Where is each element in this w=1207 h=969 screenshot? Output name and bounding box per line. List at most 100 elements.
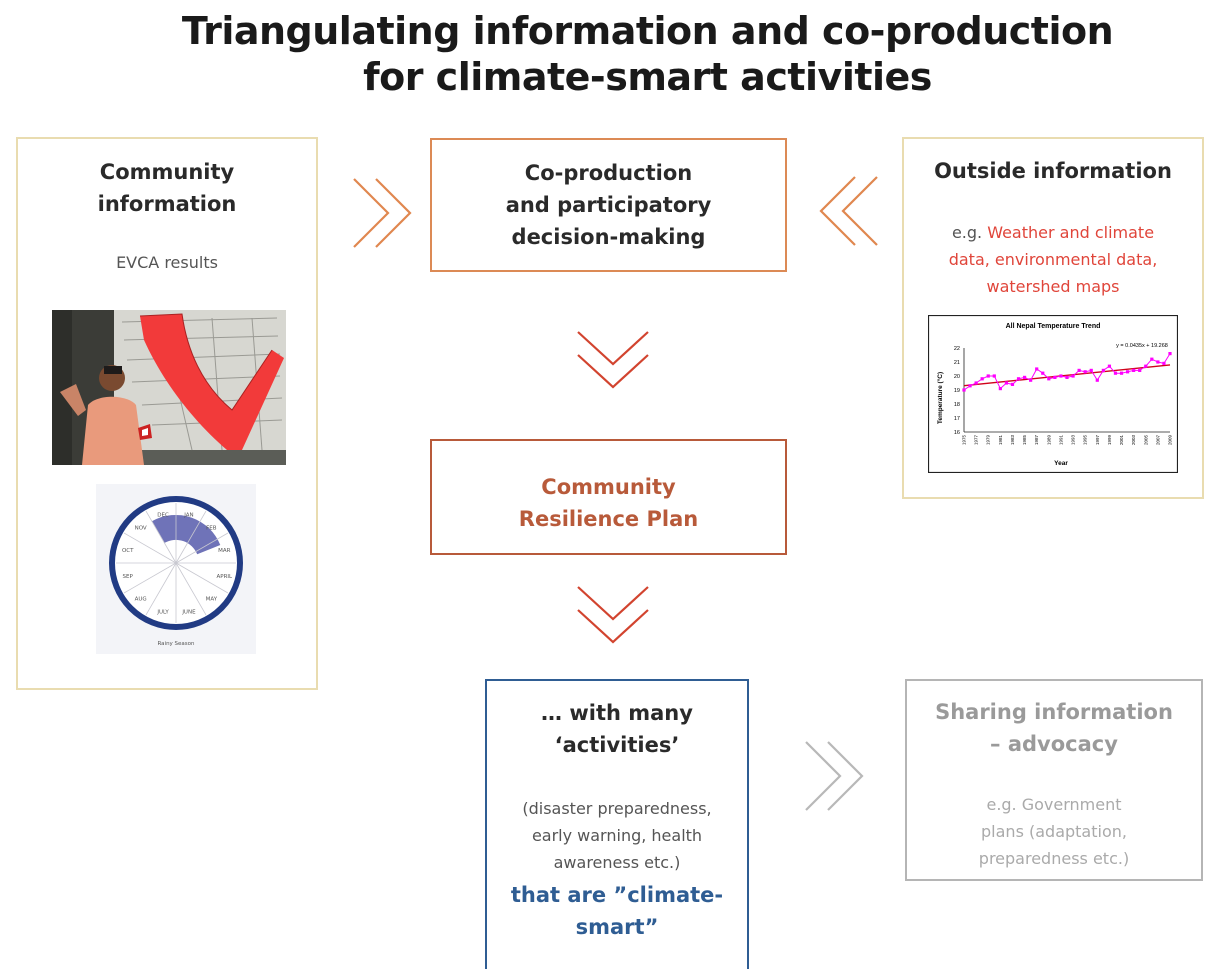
chart-title: All Nepal Temperature Trend [1006,323,1101,330]
chart-point [1138,368,1142,372]
sharing-line2: – advocacy [990,732,1118,756]
chart-point [1150,357,1154,361]
chevron-right-icon [353,178,412,248]
chart-point [968,384,972,388]
calendar-divider [175,510,207,564]
calendar-month-label: DEC [157,513,169,519]
chart-point [1053,375,1057,379]
chart-point [998,387,1002,391]
chart-x-tick-label: 1995 [1083,435,1088,446]
sharing-sub-line3: preparedness etc.) [978,849,1130,868]
calendar-caption: Rainy Season [157,641,195,647]
activities-examples: (disaster preparedness, early warning, h… [497,795,737,876]
outside-information-title: Outside information [934,159,1172,183]
outside-highlight-line3: watershed maps [986,277,1120,296]
chart-x-tick-label: 1975 [962,435,967,446]
climate-smart-label: that are ”climate- smart” [487,879,747,943]
outside-highlight-line2: data, environmental data, [948,250,1158,269]
chevron-left-icon [819,176,878,246]
coproduction-title: Co-production and participatory decision… [432,157,785,253]
chart-y-tick-label: 16 [954,430,960,436]
chart-point [1004,381,1009,385]
chart-point [1113,371,1118,375]
calendar-divider [145,510,177,564]
calendar-month-label: MAY [206,596,218,602]
calendar-month-label: FEB [206,526,217,532]
calendar-month-label: APRIL [216,574,233,580]
coproduction-line1: Co-production [524,161,693,185]
chart-point [1059,374,1063,378]
calendar-month-label: AUG [135,596,147,602]
activities-box: … with many ‘activities’ (disaster prepa… [485,679,749,969]
calendar-divider [145,562,177,616]
chart-point [1095,378,1099,382]
evca-map-photo [52,310,286,465]
chart-x-tick-label: 1983 [1010,435,1015,446]
chart-point [1162,361,1166,365]
chart-y-tick-label: 21 [954,360,960,366]
chart-point [986,374,990,378]
chart-point [1101,368,1105,372]
chart-point [1010,382,1015,386]
community-information-box: Community information EVCA results [16,137,318,690]
temperature-trend-chart: All Nepal Temperature Trend y = 0.0435x … [927,314,1179,474]
chart-y-tick-label: 20 [954,374,960,380]
community-information-title: Community information [18,156,316,220]
sharing-sub-line2: plans (adaptation, [981,822,1127,841]
calendar-month-label: MAR [218,548,231,554]
chart-point [962,388,966,392]
chart-x-tick-label: 1999 [1107,435,1112,446]
activities-title: … with many ‘activities’ [487,697,747,761]
calendar-month-label: OCT [122,548,134,554]
chart-point [1035,367,1039,371]
chart-point [980,377,984,381]
chevron-right-icon [805,741,864,811]
chart-point [1125,370,1130,374]
chart-trend-line [963,364,1171,387]
chart-point [1029,378,1033,382]
seasonal-calendar-svg: JANFEBMARAPRILMAYJUNEJULYAUGSEPOCTNOVDEC… [96,484,256,654]
chart-x-tick-label: 1985 [1022,435,1027,446]
community-resilience-plan-box: Community Resilience Plan [430,439,787,555]
coproduction-line2: and participatory [505,193,712,217]
smart-line1: that are ”climate- [510,883,724,907]
chart-point [1089,368,1093,372]
calendar-divider [175,562,229,594]
community-resilience-plan-title: Community Resilience Plan [432,471,785,535]
outside-information-box: Outside information e.g. Weather and cli… [902,137,1204,499]
page-title-line1: Triangulating information and co-product… [181,9,1114,53]
chart-y-tick-label: 19 [954,388,960,394]
activities-sub-line3: awareness etc.) [553,853,681,872]
chart-x-tick-label: 1991 [1058,435,1063,446]
community-title-line2: information [97,192,237,216]
chart-x-tick-label: 1981 [998,435,1003,446]
chart-point [1107,364,1112,368]
chart-point [1022,375,1027,379]
chart-point [1156,360,1160,364]
chart-point [1047,377,1051,381]
chart-point [1071,374,1075,378]
chart-point [992,374,996,378]
activities-sub-line2: early warning, health [531,826,703,845]
chart-x-tick-label: 1989 [1046,435,1051,446]
activities-line2: ‘activities’ [554,733,680,757]
chart-point [1016,377,1021,381]
chart-y-tick-label: 22 [954,346,960,352]
chart-x-tick-label: 1987 [1034,435,1039,446]
chart-x-tick-label: 2001 [1119,435,1124,446]
outside-information-examples: e.g. Weather and climate data, environme… [922,219,1184,300]
chart-xlabel: Year [1054,460,1068,467]
chart-x-tick-label: 1977 [974,435,979,446]
chart-x-tick-label: 1997 [1095,435,1100,446]
chart-trend-label: y = 0.0435x + 19.268 [1116,343,1168,349]
chart-x-tick-label: 2007 [1155,435,1160,446]
calendar-divider [175,532,229,564]
chart-x-tick-label: 2005 [1143,435,1148,446]
plan-line1: Community [541,475,676,499]
chevron-down-icon [577,586,649,644]
chevron-down-icon [577,331,649,389]
sharing-sub-line1: e.g. Government [986,795,1122,814]
coproduction-line3: decision-making [511,225,706,249]
chart-point [1119,371,1124,375]
